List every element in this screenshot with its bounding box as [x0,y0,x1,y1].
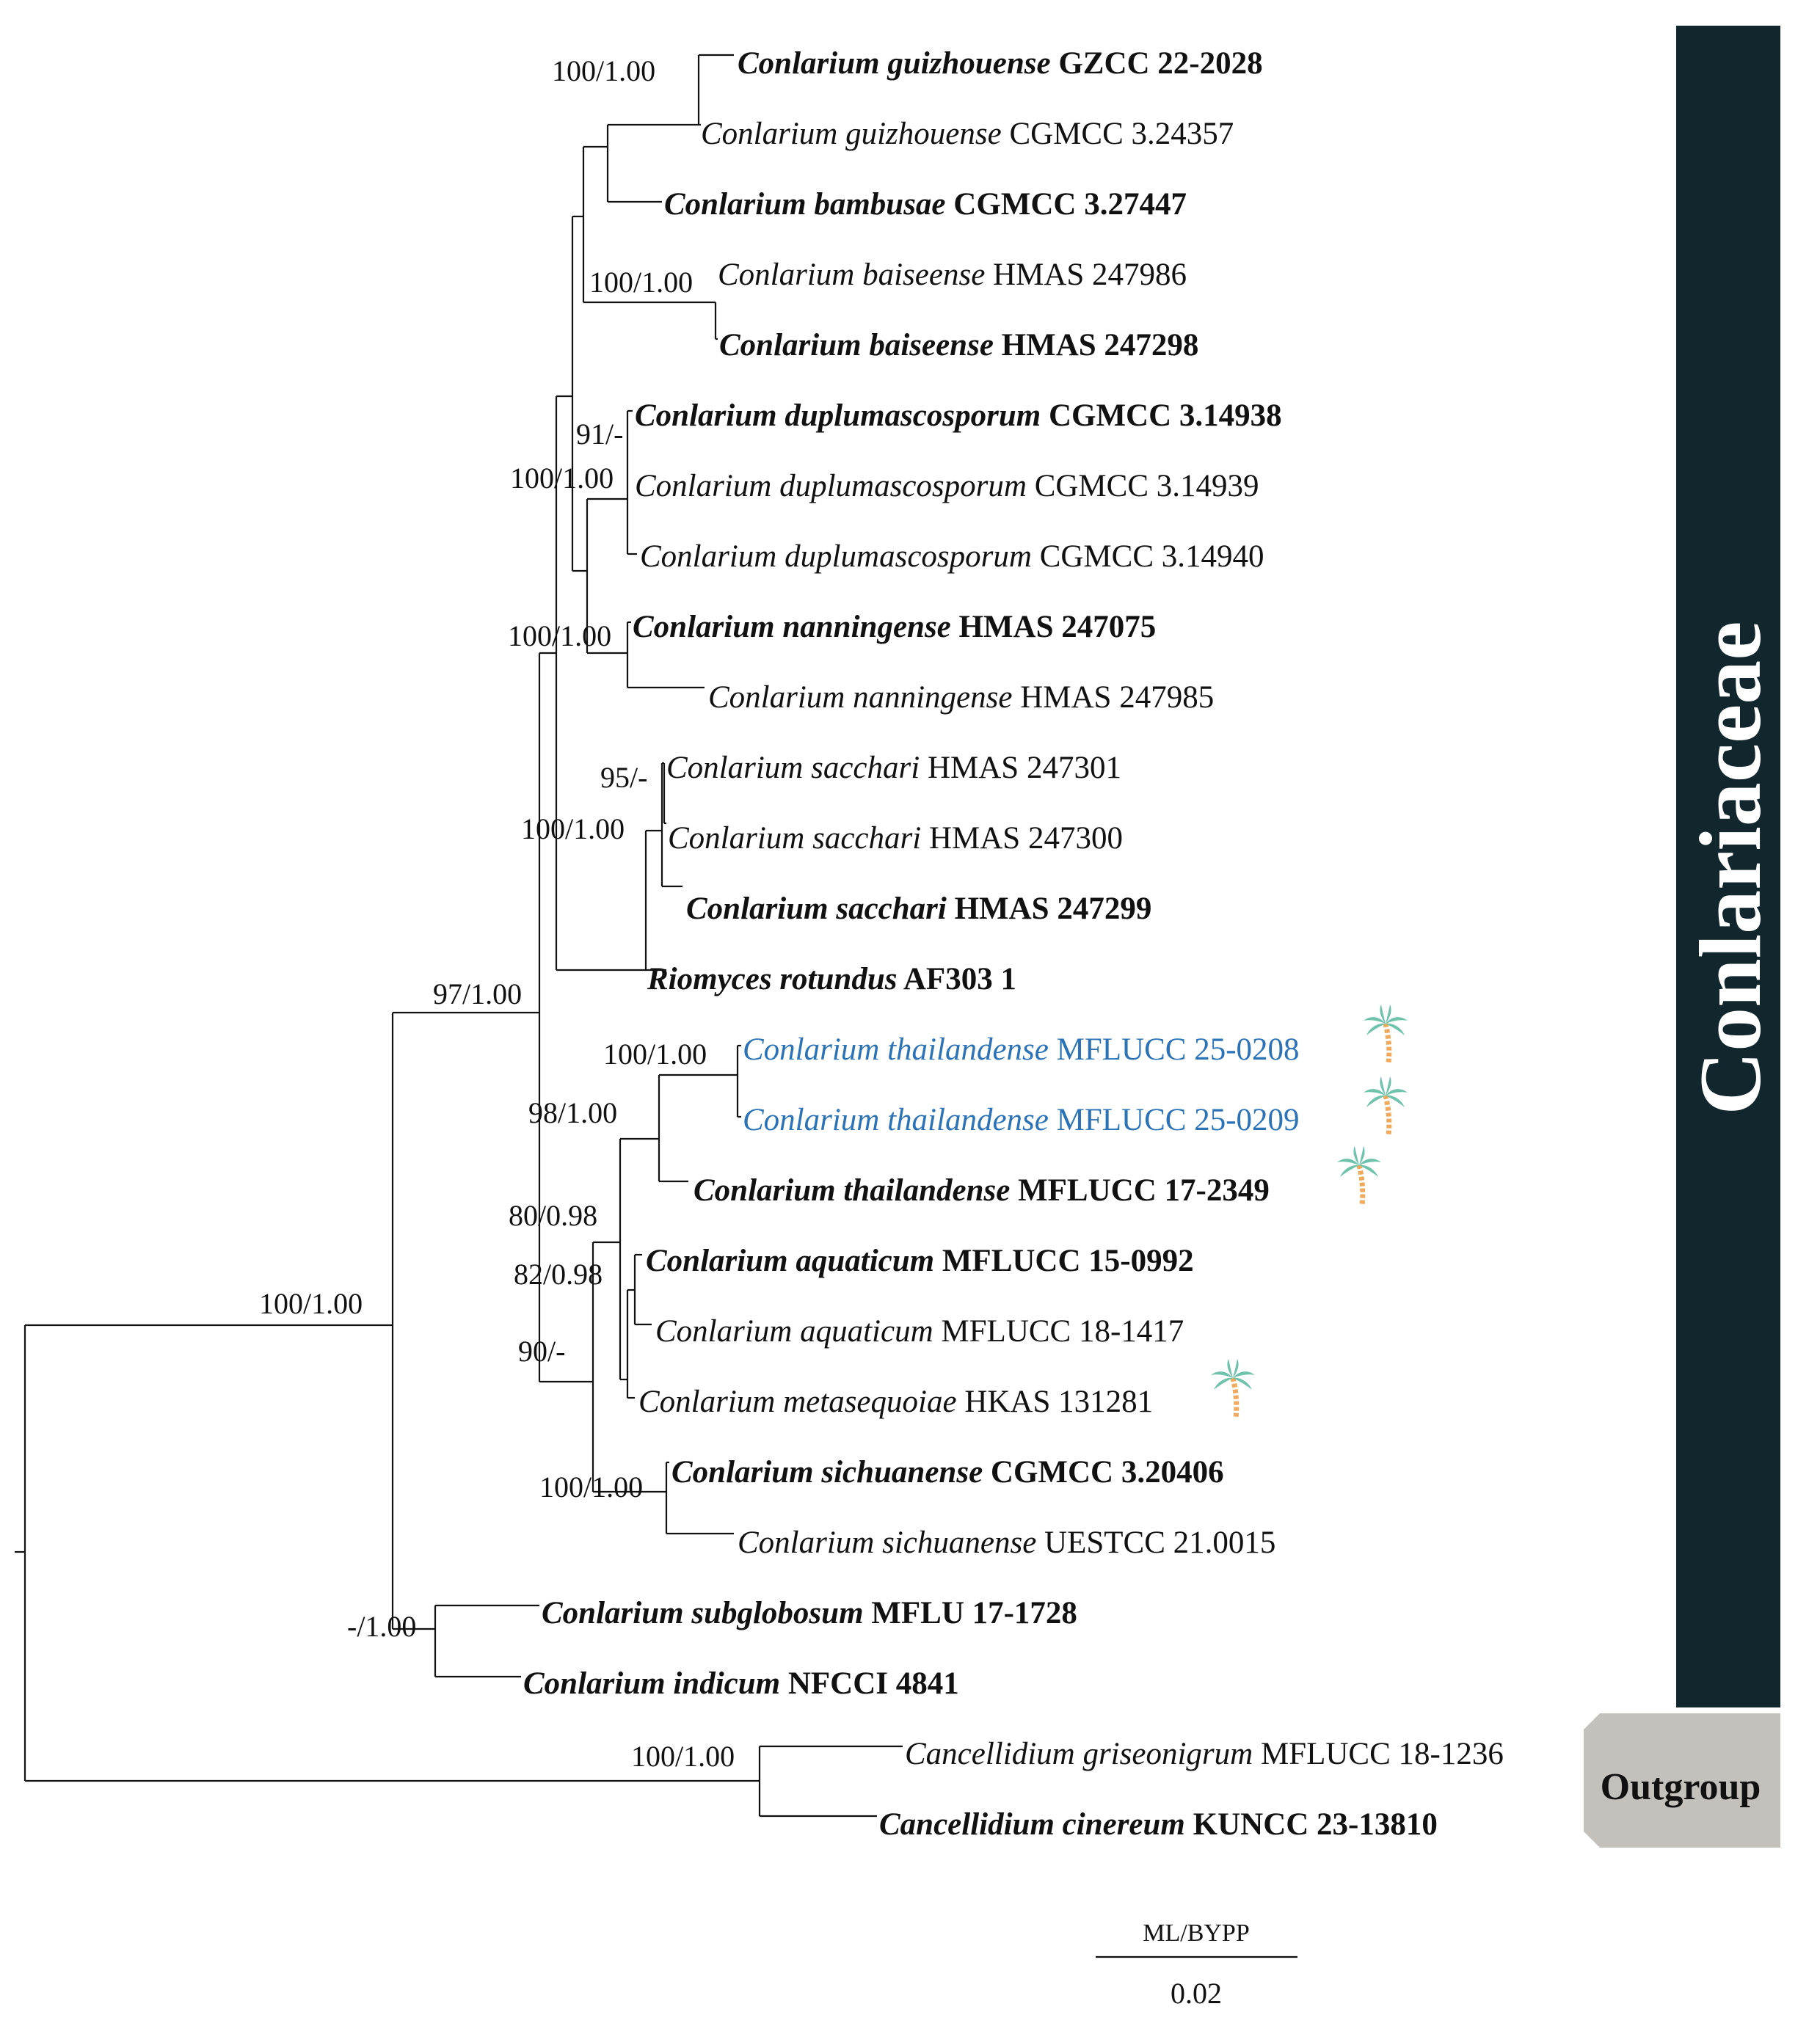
support-value: 100/1.00 [603,1038,707,1071]
taxon-label: Conlarium indicum NFCCI 4841 [523,1666,959,1701]
support-value: 91/- [576,418,623,451]
support-value: 100/1.00 [259,1287,363,1320]
palm-tree-icon [1364,1005,1408,1063]
taxon-label: Conlarium baiseense HMAS 247298 [719,328,1198,362]
taxon-labels: Conlarium guizhouense GZCC 22-2028 Conla… [523,46,1504,1842]
taxon-label: Conlarium bambusae CGMCC 3.27447 [664,187,1187,222]
scale-bar-value: 0.02 [1171,1977,1222,2010]
taxon-label: Conlarium metasequoiae HKAS 131281 [638,1385,1153,1419]
support-values: 100/1.00 100/1.00 91/- 100/1.00 100/1.00… [259,54,735,1773]
taxon-label: Conlarium thailandense MFLUCC 17-2349 [694,1173,1270,1208]
support-value: 100/1.00 [521,812,625,845]
support-value: 97/1.00 [433,977,522,1010]
outgroup-band [1584,1713,1780,1848]
palm-tree-icon [1211,1359,1255,1418]
taxon-label: Conlarium guizhouense GZCC 22-2028 [738,46,1263,81]
support-value: 100/1.00 [631,1740,735,1773]
tree-branches [15,54,903,1818]
taxon-label: Conlarium sacchari HMAS 247301 [666,751,1121,785]
taxon-label: Cancellidium cinereum KUNCC 23-13810 [879,1807,1438,1842]
support-value: 100/1.00 [539,1470,643,1503]
support-value: 95/- [600,761,647,794]
taxon-label: Conlarium aquaticum MFLUCC 18-1417 [655,1314,1184,1349]
taxon-label: Conlarium thailandense MFLUCC 25-0209 [743,1103,1300,1137]
taxon-label: Conlarium aquaticum MFLUCC 15-0992 [646,1244,1194,1278]
support-value: 80/0.98 [509,1199,597,1232]
support-value: 82/0.98 [514,1258,603,1291]
support-value: 98/1.00 [528,1096,617,1129]
taxon-label: Conlarium duplumascosporum CGMCC 3.14939 [635,469,1259,503]
taxon-label: Conlarium sichuanense CGMCC 3.20406 [671,1455,1224,1490]
support-value: 100/1.00 [508,619,611,652]
support-value: 100/1.00 [589,266,693,299]
palm-tree-icon [1337,1146,1381,1205]
scale-bar-title: ML/BYPP [1143,1920,1250,1947]
taxon-label: Conlarium nanningense HMAS 247985 [708,680,1214,715]
outgroup-label: Outgroup [1601,1766,1761,1808]
support-value: -/1.00 [347,1610,416,1643]
taxon-label: Cancellidium griseonigrum MFLUCC 18-1236 [905,1737,1504,1771]
taxon-label: Conlarium guizhouense CGMCC 3.24357 [701,117,1234,151]
scale-bar: ML/BYPP 0.02 [1096,1920,1297,2010]
conlariaceae-label: Conlariaceae [1681,621,1779,1115]
taxon-label: Conlarium sacchari HMAS 247300 [668,821,1123,856]
taxon-label: Conlarium thailandense MFLUCC 25-0208 [743,1032,1300,1067]
support-value: 90/- [518,1335,565,1368]
support-value: 100/1.00 [510,462,614,495]
taxon-label: Conlarium subglobosum MFLU 17-1728 [542,1596,1077,1630]
taxon-label: Conlarium duplumascosporum CGMCC 3.14938 [635,398,1282,433]
taxon-label: Conlarium sacchari HMAS 247299 [686,892,1151,926]
palm-tree-icon [1364,1076,1408,1135]
support-value: 100/1.00 [552,54,655,87]
taxon-label: Conlarium duplumascosporum CGMCC 3.14940 [640,539,1264,574]
taxon-label: Riomyces rotundus AF303 1 [647,962,1016,996]
conlariaceae-band [1676,26,1780,1707]
taxon-label: Conlarium nanningense HMAS 247075 [633,610,1156,644]
taxon-label: Conlarium baiseense HMAS 247986 [718,258,1187,292]
taxon-label: Conlarium sichuanense UESTCC 21.0015 [738,1526,1275,1560]
